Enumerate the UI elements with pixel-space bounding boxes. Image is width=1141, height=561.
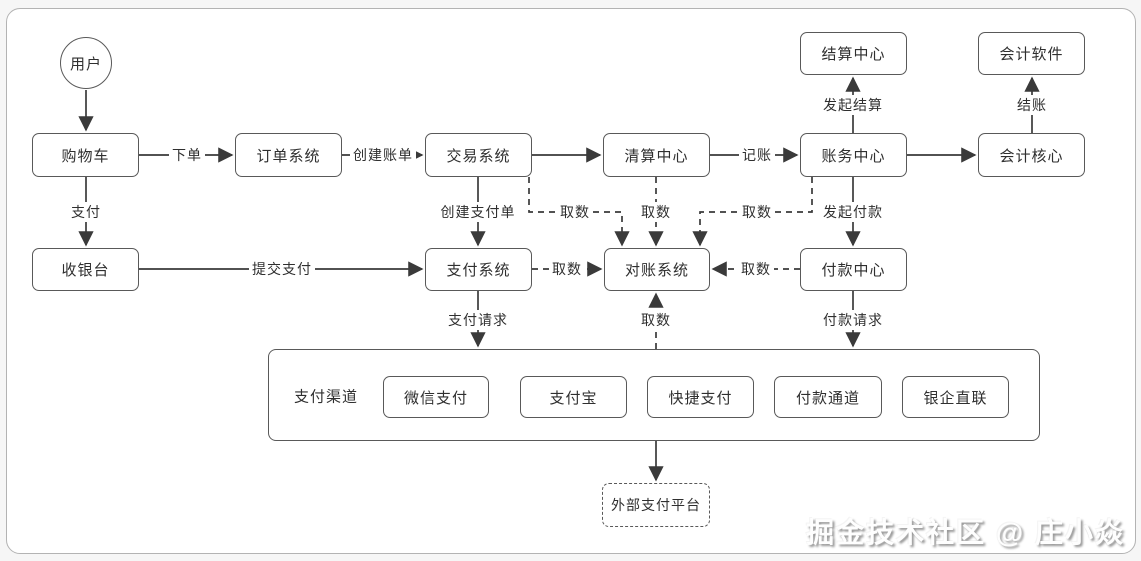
node-settlement-center: 结算中心 [800,32,907,75]
node-order-system: 订单系统 [235,133,342,177]
payment-channels-label: 支付渠道 [294,388,359,406]
edge-label-create-bill: 创建账单 [350,145,416,165]
edge-label-initiate-settlement: 发起结算 [820,95,886,115]
node-reconciliation-system: 对账系统 [604,248,710,291]
node-quick-pay: 快捷支付 [647,376,754,418]
node-bank-direct-link: 银企直联 [902,376,1009,418]
node-accounting-core: 会计核心 [978,133,1085,177]
edge-label-fetch-data-accounting: 取数 [739,202,775,222]
node-trade-system: 交易系统 [425,133,532,177]
edge-label-initiate-payout: 发起付款 [820,202,886,222]
node-accounting-center: 账务中心 [800,133,907,177]
node-payout-channel: 付款通道 [774,376,882,418]
node-user: 用户 [60,37,112,89]
node-cart: 购物车 [32,133,139,177]
edge-label-pay: 支付 [68,202,104,222]
node-payout-center: 付款中心 [800,248,907,291]
edge-label-create-payment-order: 创建支付单 [437,202,519,222]
edge-label-submit-payment: 提交支付 [249,259,315,279]
edge-label-fetch-data-payment: 取数 [549,259,585,279]
edge-label-place-order: 下单 [169,145,205,165]
edge-label-fetch-data-payout: 取数 [738,259,774,279]
node-external-platform: 外部支付平台 [602,483,710,527]
edge-label-fetch-data-clearing: 取数 [638,202,674,222]
node-alipay: 支付宝 [520,376,627,418]
watermark: 掘金技术社区 @ 庄小焱 [806,517,1125,548]
edge-label-payout-request: 付款请求 [820,310,886,330]
node-cashier: 收银台 [32,248,139,291]
edge-label-fetch-data-channels: 取数 [638,310,674,330]
edge-label-payment-request: 支付请求 [445,310,511,330]
node-wechat-pay: 微信支付 [383,376,489,418]
diagram-card-background [6,8,1136,554]
edge-label-bookkeeping: 记账 [739,145,775,165]
edge-label-close-account: 结账 [1014,95,1050,115]
node-payment-system: 支付系统 [425,248,532,291]
node-accounting-software: 会计软件 [978,32,1085,75]
edge-label-fetch-data-trade: 取数 [557,202,593,222]
node-clearing-center: 清算中心 [603,133,710,177]
